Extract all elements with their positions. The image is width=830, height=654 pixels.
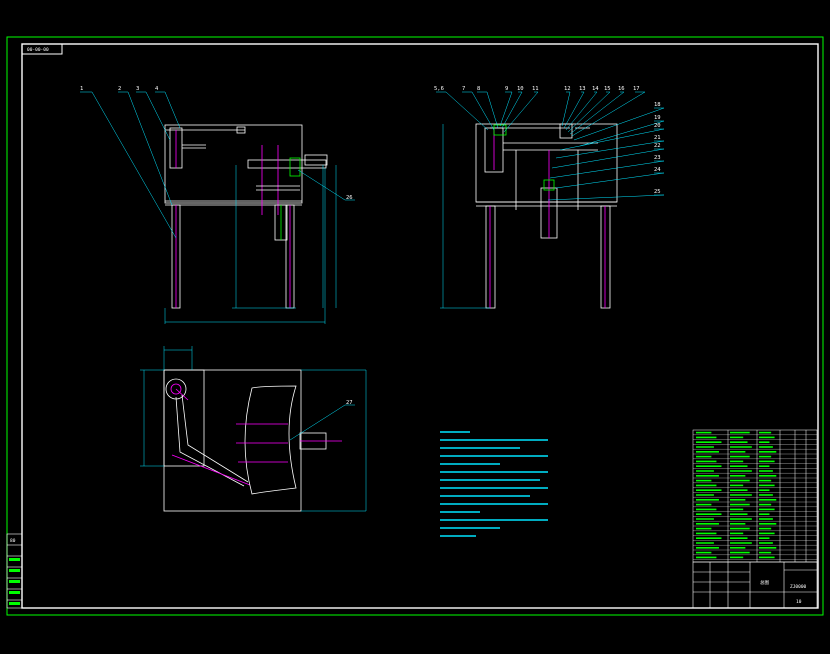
front-view-dimensions: [164, 165, 337, 324]
top-view: [163, 369, 342, 512]
top-view-dimensions: [140, 346, 367, 512]
side-label: 20: [654, 123, 661, 129]
side-label: 8: [477, 86, 480, 92]
front-view: [164, 124, 328, 309]
side-label: 15: [604, 86, 611, 92]
sheet-frame: [6, 36, 824, 616]
front-label: 3: [136, 86, 139, 92]
side-label: 10: [517, 86, 524, 92]
side-label: 14: [592, 86, 599, 92]
side-label: 13: [579, 86, 586, 92]
side-label: 25: [654, 189, 661, 195]
parts-rows: [693, 431, 817, 560]
side-label: 23: [654, 155, 661, 161]
top-label: 27: [346, 400, 353, 406]
drawing-number: ZJ0000: [790, 584, 807, 590]
side-label: 11: [532, 86, 539, 92]
technical-notes: [440, 431, 548, 537]
front-label: 2: [118, 86, 121, 92]
title-name: 总图: [760, 579, 769, 586]
side-view-dimensions: [440, 124, 490, 309]
top-view-leaders: [289, 404, 355, 441]
front-view-leaders: [80, 91, 355, 239]
side-block: [6, 533, 23, 609]
side-label: 16: [618, 86, 625, 92]
side-label: 24: [654, 167, 661, 173]
side-label: 9: [505, 86, 508, 92]
corner-code: 00-00-00: [27, 47, 49, 53]
parts-list: [692, 429, 818, 563]
front-label: 26: [346, 195, 353, 201]
side-label: 19: [654, 115, 661, 121]
side-label: 5,6: [434, 86, 444, 92]
side-label: 21: [654, 135, 661, 141]
title-block: [692, 561, 818, 609]
side-label: 17: [633, 86, 640, 92]
front-label: 1: [80, 86, 83, 92]
side-label: 12: [564, 86, 571, 92]
side-block-text: 80: [10, 538, 16, 544]
side-view: [475, 123, 618, 309]
side-view-leaders: [436, 91, 665, 201]
side-view-labels: 5,6 7 8 9 10 11 12 13 14 15 16 17 18 19 …: [434, 86, 661, 195]
front-view-labels: 1 2 3 4 26: [80, 86, 353, 201]
front-label: 4: [155, 86, 159, 92]
sheet-code: 10: [796, 599, 802, 605]
side-label: 22: [654, 143, 661, 149]
side-label: 18: [654, 102, 661, 108]
side-label: 7: [462, 86, 465, 92]
